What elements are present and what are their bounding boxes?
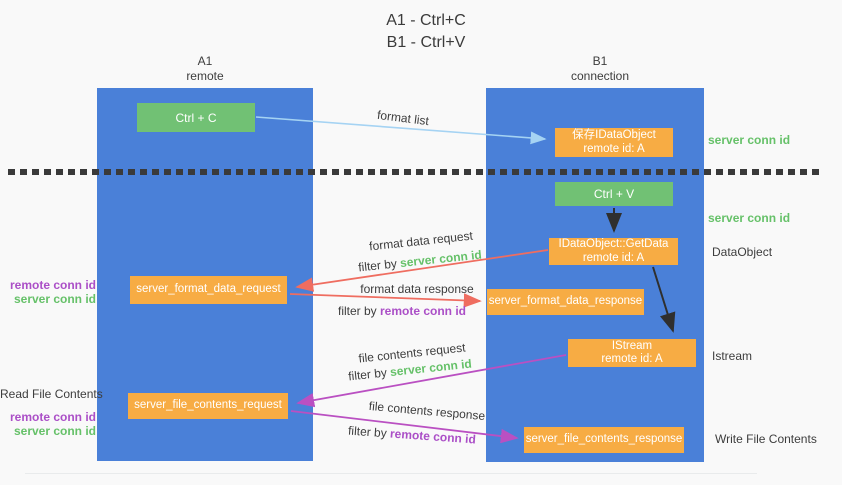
machine-boundary-dotted-line [8,169,824,175]
diagram-title: A1 - Ctrl+C B1 - Ctrl+V [386,10,466,54]
left-label-remote-conn-id-2: remote conn id [9,410,96,424]
lane-b1-header: B1 connection [540,54,660,84]
node-getdata-line2: remote id: A [582,251,645,264]
node-ctrl-c-label: Ctrl + C [175,110,217,125]
node-format-response-label: server_format_data_response [488,295,643,308]
node-file-response-label: server_file_contents_response [525,433,683,446]
node-istream-line1: IStream [611,339,653,352]
filter-by-text: filter by [337,304,380,318]
node-server-file-contents-request: server_file_contents_request [128,393,288,419]
filter-by-text: filter by [347,423,391,441]
annotation-filter-by-remote-conn-id-2: filter by remote conn id [348,424,477,447]
lane-b1-role: connection [570,69,630,83]
node-save-idataobject-line2: remote id: A [583,142,645,155]
annotation-format-list: format list [376,107,430,129]
remote-conn-id-key: remote conn id [380,304,467,318]
filter-by-text: filter by [347,365,391,384]
remote-conn-id-key: remote conn id [389,426,477,447]
node-getdata-line1: IDataObject::GetData [558,238,669,250]
lane-a1-name: A1 [197,54,213,68]
node-server-format-data-response: server_format_data_response [487,289,644,315]
node-save-idataobject: 保存IDataObject remote id: A [555,128,673,157]
right-label-dataobject: DataObject [712,245,773,259]
annotation-filter-by-remote-conn-id-1: filter by remote conn id [338,304,466,318]
node-file-request-label: server_file_contents_request [134,399,282,412]
right-label-istream: Istream [712,349,753,363]
node-save-idataobject-line1: 保存IDataObject [572,129,656,141]
node-format-request-label: server_format_data_request [136,283,281,296]
title-line-copy: A1 - Ctrl+C [386,12,466,29]
node-server-file-contents-response: server_file_contents_response [524,427,684,453]
left-label-server-conn-id-1: server conn id [13,292,96,306]
node-istream-line2: remote id: A [601,353,663,365]
node-ctrl-c: Ctrl + C [137,103,255,132]
title-line-paste: B1 - Ctrl+V [386,34,466,51]
node-ctrl-v: Ctrl + V [555,182,673,206]
right-label-server-conn-id-2: server conn id [708,211,791,225]
bottom-edge-line [25,473,757,474]
filter-by-text: filter by [357,256,401,275]
node-idataobject-getdata: IDataObject::GetData remote id: A [549,238,678,265]
left-label-server-conn-id-2: server conn id [13,424,96,438]
annotation-file-contents-response: file contents response [368,398,486,424]
lane-a1-header: A1 remote [145,54,265,84]
lane-a1-role: remote [186,69,224,83]
right-label-write-file-contents: Write File Contents [715,432,817,446]
node-server-format-data-request: server_format_data_request [130,276,287,304]
left-label-remote-conn-id-1: remote conn id [9,278,96,292]
node-ctrl-v-label: Ctrl + V [593,187,635,201]
node-istream: IStream remote id: A [568,339,696,367]
right-label-server-conn-id-1: server conn id [708,133,791,147]
left-label-read-file-contents: Read File Contents [0,387,103,401]
annotation-format-data-response: format data response [360,282,474,296]
lane-b1-name: B1 [592,54,608,68]
server-conn-id-key: server conn id [399,247,483,271]
